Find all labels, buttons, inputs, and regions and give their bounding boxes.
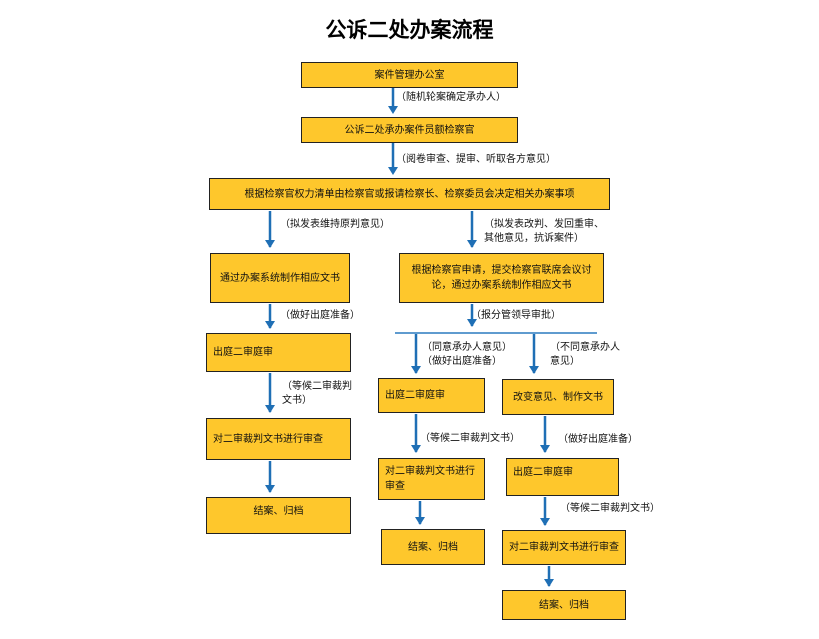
decision-box: 根据检察官权力清单由检察官或报请检察长、检察委员会决定相关办案事项: [209, 178, 610, 210]
disagree-court-box: 出庭二审庭审: [506, 458, 619, 496]
disagree-change-box: 改变意见、制作文书: [502, 379, 614, 415]
prosecutor-box: 公诉二处承办案件员额检察官: [301, 117, 518, 143]
agree-review-box: 对二审裁判文书进行审查: [378, 458, 485, 500]
note-left-wait: （等候二审裁判 文书）: [282, 381, 352, 406]
left-review-box: 对二审裁判文书进行审查: [206, 418, 351, 460]
note-agree: （同意承办人意见） （做好出庭准备）: [422, 342, 512, 367]
note-random-assign: （随机轮案确定承办人）: [396, 92, 506, 103]
note-disagree-wait: （等候二审裁判文书）: [560, 503, 660, 514]
note-agree-wait: （等候二审裁判文书）: [420, 433, 520, 444]
page-title: 公诉二处办案流程: [325, 17, 494, 42]
left-make-docs-box: 通过办案系统制作相应文书: [210, 253, 350, 303]
case-office-box: 案件管理办公室: [301, 62, 518, 88]
note-right-draft: （拟发表改判、发回重审、 其他意见，抗诉案件）: [484, 219, 604, 244]
right-request-box: 根据检察官申请，提交检察官联席会议讨论，通过办案系统制作相应文书: [399, 253, 604, 303]
note-submit-leader: （报分管领导审批）: [471, 310, 561, 321]
note-disagree: （不同意承办人 意见）: [550, 342, 620, 367]
note-disagree-prepare: （做好出庭准备）: [558, 434, 638, 445]
disagree-close-box: 结案、归档: [502, 590, 626, 620]
note-left-draft: （拟发表维持原判意见）: [280, 219, 390, 230]
left-court-box: 出庭二审庭审: [206, 333, 351, 372]
note-review-opinions: （阅卷审查、提审、听取各方意见）: [396, 154, 556, 165]
agree-close-box: 结案、归档: [381, 529, 485, 565]
note-left-prepare: （做好出庭准备）: [280, 310, 360, 321]
agree-court-box: 出庭二审庭审: [378, 378, 485, 413]
left-close-box: 结案、归档: [206, 497, 351, 534]
disagree-review-box: 对二审裁判文书进行审查: [502, 530, 626, 565]
